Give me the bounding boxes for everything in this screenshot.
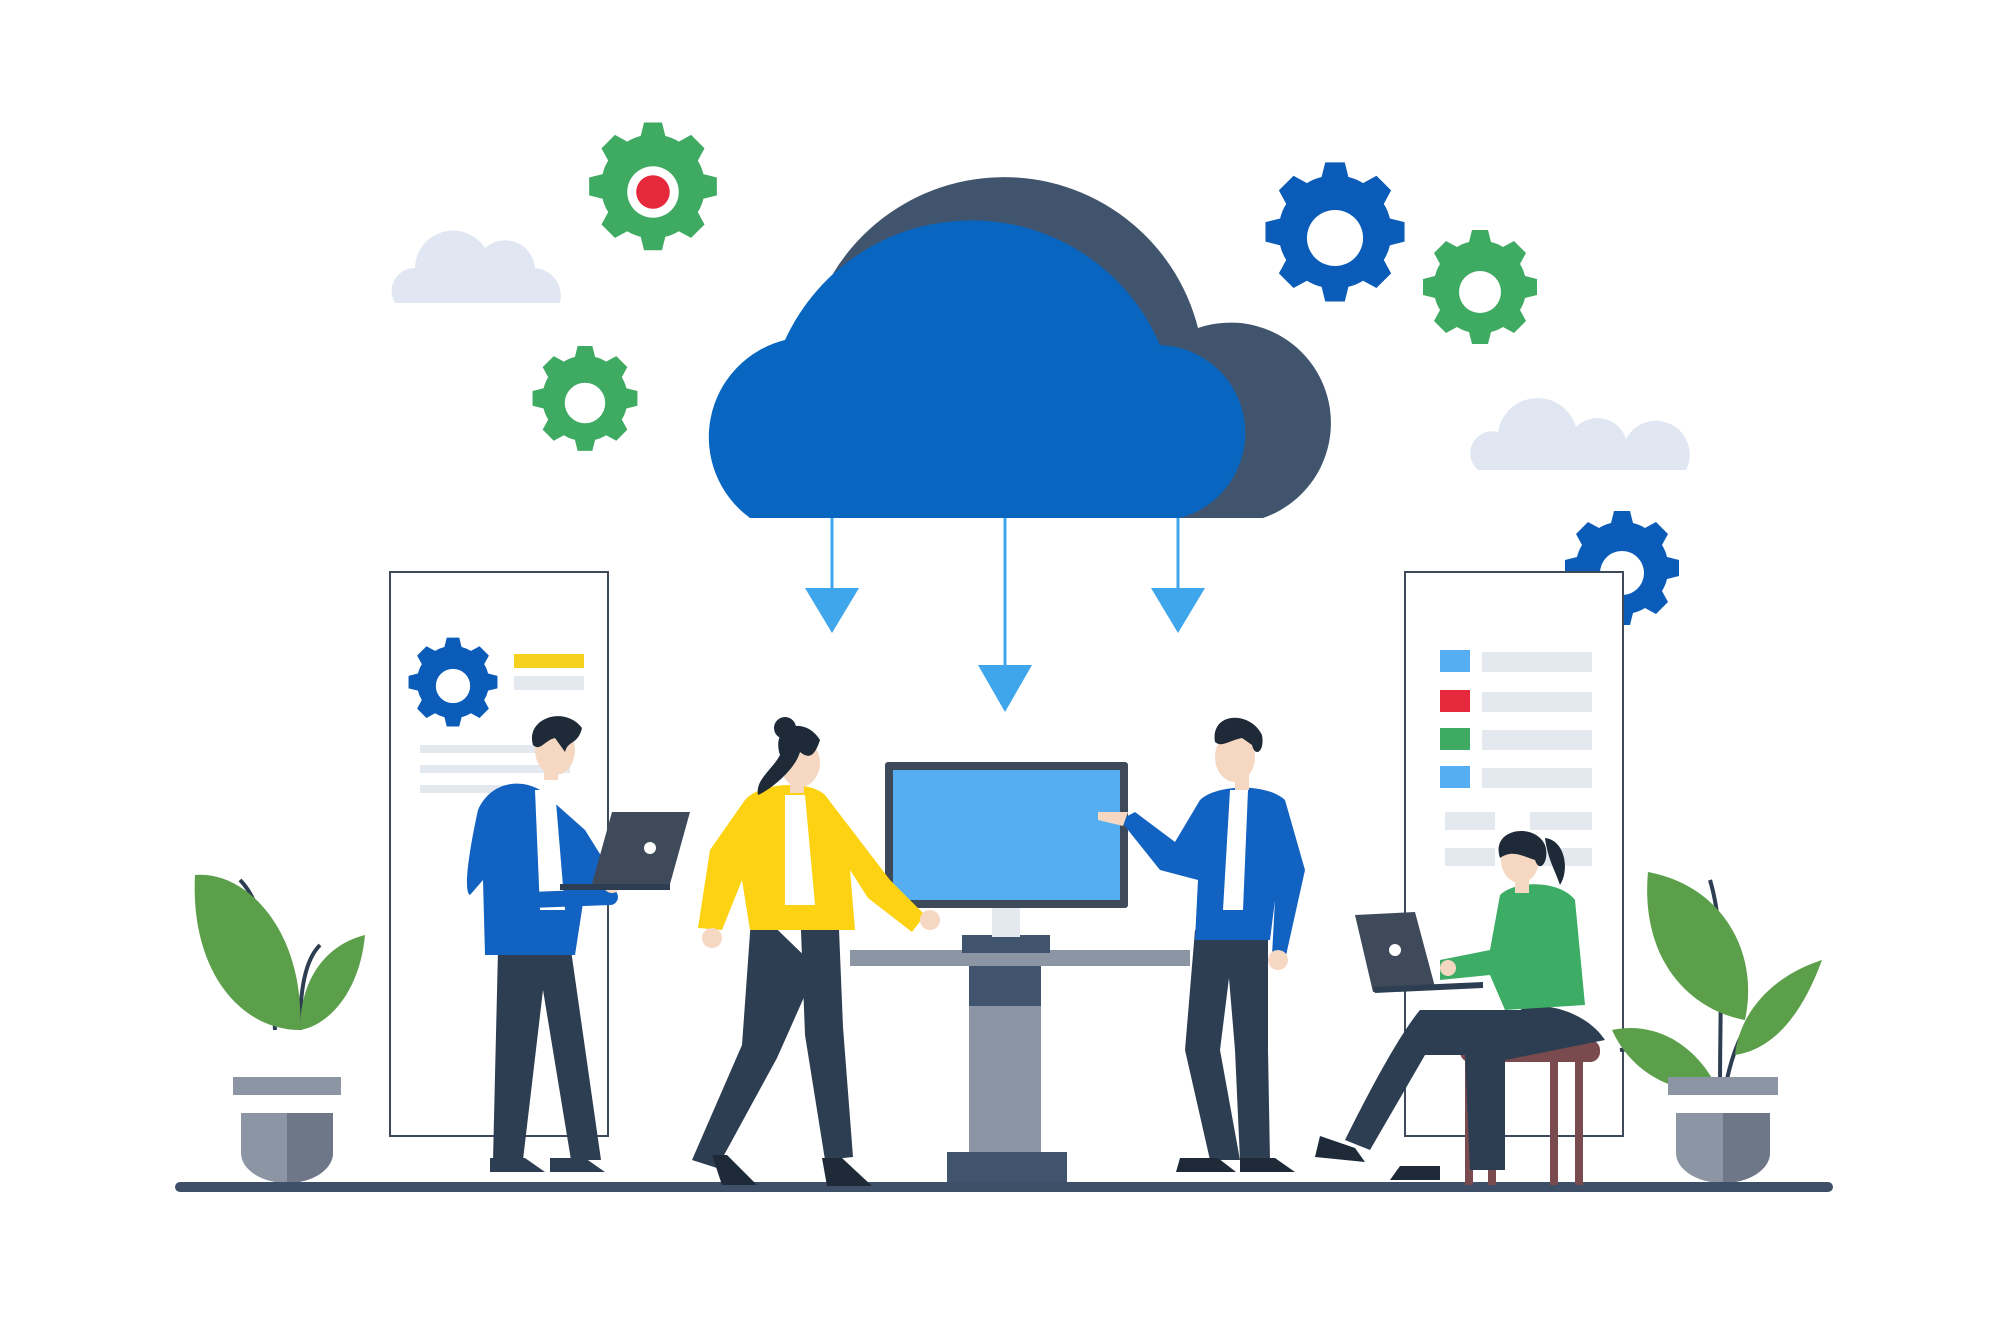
floor-line	[175, 1182, 1833, 1192]
plant-icon	[194, 874, 365, 1183]
download-arrow-icon	[978, 518, 1032, 712]
gear-icon	[1265, 162, 1405, 302]
person-man-with-laptop	[466, 716, 690, 1172]
download-arrow-icon	[805, 518, 859, 633]
person-woman-yellow-jacket	[692, 717, 940, 1186]
person-woman-sitting-with-laptop	[1315, 830, 1605, 1180]
background-cloud-left	[391, 230, 561, 303]
person-man-pointing	[1098, 717, 1305, 1172]
table-icon	[850, 950, 1190, 1184]
gear-icon	[408, 637, 498, 727]
monitor-icon	[885, 762, 1128, 953]
gear-icon	[1423, 230, 1537, 344]
gear-icon	[532, 345, 638, 451]
plant-icon	[1612, 872, 1822, 1183]
laptop-icon	[1355, 912, 1483, 993]
gear-icon	[589, 122, 717, 251]
background-cloud-right	[1470, 398, 1690, 470]
download-arrow-icon	[1151, 518, 1205, 633]
laptop-icon	[560, 812, 690, 890]
cloud-icon	[708, 177, 1331, 519]
